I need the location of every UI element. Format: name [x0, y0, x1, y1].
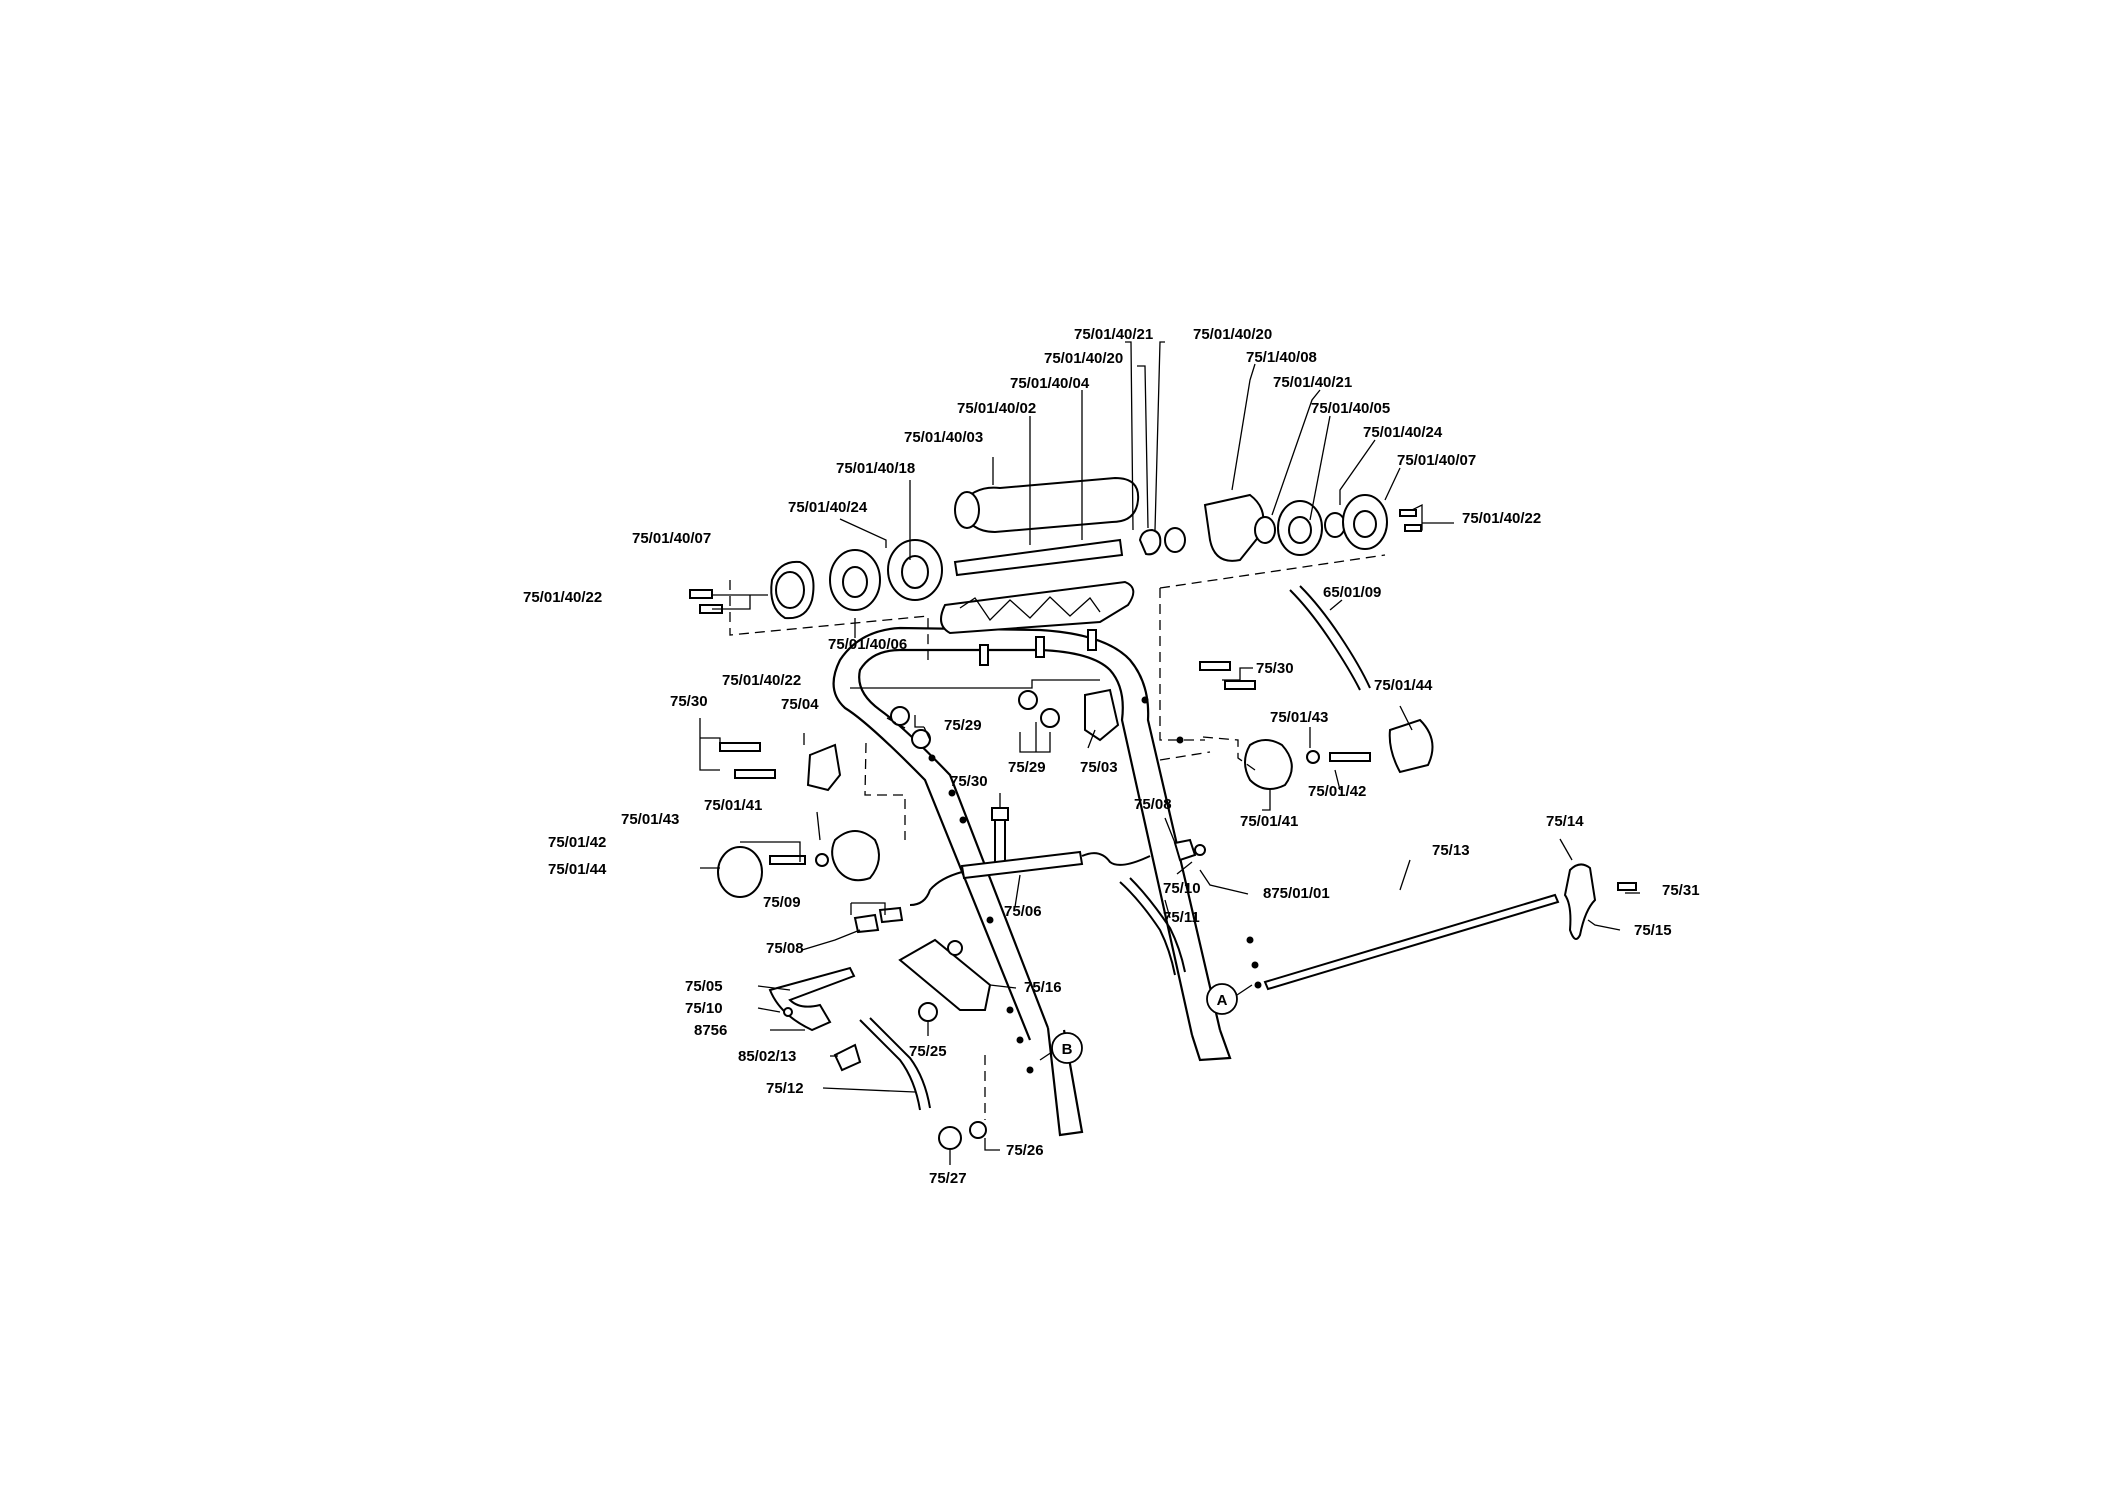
label-75-08-b: 75/08 — [766, 940, 804, 957]
label-75-30-c: 75/30 — [950, 773, 988, 790]
marker-b-circle — [1051, 1032, 1083, 1064]
handle-tube — [832, 626, 1262, 1137]
marker-b-label: B — [1062, 1041, 1073, 1058]
leader-lines — [699, 341, 1640, 1165]
grip-assembly — [940, 476, 1140, 666]
label-75-01-40-04: 75/01/40/04 — [1010, 375, 1090, 392]
left-end-parts — [689, 539, 943, 620]
label-8756: 8756 — [694, 1022, 727, 1039]
label-75-01-40-22-a: 75/01/40/22 — [1462, 510, 1541, 527]
reference-markers: A B — [1039, 983, 1253, 1064]
label-75-01-44-a: 75/01/44 — [1374, 677, 1433, 694]
part-labels: 75/01/40/21 75/01/40/20 75/01/40/20 75/1… — [523, 326, 1700, 1187]
label-75-01-42-a: 75/01/42 — [1308, 783, 1366, 800]
label-75-01-40-02: 75/01/40/02 — [957, 400, 1036, 417]
label-75-1-40-08: 75/1/40/08 — [1246, 349, 1317, 366]
label-75-01-40-22-c: 75/01/40/22 — [722, 672, 801, 689]
label-75-30-b: 75/30 — [670, 693, 708, 710]
label-75-12: 75/12 — [766, 1080, 804, 1097]
rod-and-latch — [1263, 863, 1637, 991]
label-75-29-a: 75/29 — [944, 717, 982, 734]
label-75-31: 75/31 — [1662, 882, 1700, 899]
label-75-01-40-24-a: 75/01/40/24 — [1363, 424, 1443, 441]
label-65-01-09: 65/01/09 — [1323, 584, 1381, 601]
label-75-27: 75/27 — [929, 1170, 967, 1187]
label-75-01-44-b: 75/01/44 — [548, 861, 607, 878]
label-75-01-43-a: 75/01/43 — [1270, 709, 1328, 726]
label-75-08-a: 75/08 — [1134, 796, 1172, 813]
clamps-and-nuts — [717, 661, 1434, 898]
label-75-01-41-b: 75/01/41 — [1240, 813, 1298, 830]
right-end-parts — [1138, 493, 1422, 562]
label-75-29-b: 75/29 — [1008, 759, 1046, 776]
label-75-01-41-a: 75/01/41 — [704, 797, 762, 814]
label-75-01-40-06: 75/01/40/06 — [828, 636, 907, 653]
label-75-01-40-05: 75/01/40/05 — [1311, 400, 1390, 417]
cables — [859, 585, 1371, 1111]
label-75-01-40-21-b: 75/01/40/21 — [1273, 374, 1352, 391]
parts-drawing — [689, 476, 1637, 1150]
label-75-15: 75/15 — [1634, 922, 1672, 939]
label-85-02-13: 85/02/13 — [738, 1048, 796, 1065]
dashed-lines — [729, 554, 1386, 1120]
label-75-01-40-20-b: 75/01/40/20 — [1044, 350, 1123, 367]
marker-a-label: A — [1217, 992, 1228, 1009]
label-75-01-40-07-a: 75/01/40/07 — [1397, 452, 1476, 469]
label-75-10-b: 75/10 — [685, 1000, 723, 1017]
label-75-25: 75/25 — [909, 1043, 947, 1060]
label-75-01-40-21-a: 75/01/40/21 — [1074, 326, 1153, 343]
label-75-01-40-18: 75/01/40/18 — [836, 460, 915, 477]
marker-a-circle — [1206, 983, 1238, 1015]
label-75-30-a: 75/30 — [1256, 660, 1294, 677]
label-75-01-40-03: 75/01/40/03 — [904, 429, 983, 446]
label-75-01-40-24-b: 75/01/40/24 — [788, 499, 868, 516]
label-75-01-42-b: 75/01/42 — [548, 834, 606, 851]
label-75-11: 75/11 — [1163, 909, 1200, 926]
label-75-13: 75/13 — [1432, 842, 1470, 859]
label-75-06: 75/06 — [1004, 903, 1042, 920]
label-75-01-40-20-a: 75/01/40/20 — [1193, 326, 1272, 343]
label-75-10-a: 75/10 — [1163, 880, 1201, 897]
label-75-01-40-07-b: 75/01/40/07 — [632, 530, 711, 547]
label-75-03: 75/03 — [1080, 759, 1118, 776]
label-75-09: 75/09 — [763, 894, 801, 911]
label-75-05: 75/05 — [685, 978, 723, 995]
label-875-01-01: 875/01/01 — [1263, 885, 1330, 902]
label-75-01-40-22-b: 75/01/40/22 — [523, 589, 602, 606]
label-75-16: 75/16 — [1024, 979, 1062, 996]
control-levers — [768, 838, 1206, 1150]
label-75-04: 75/04 — [781, 696, 819, 713]
label-75-26: 75/26 — [1006, 1142, 1044, 1159]
label-75-14: 75/14 — [1546, 813, 1584, 830]
label-75-01-43-b: 75/01/43 — [621, 811, 679, 828]
